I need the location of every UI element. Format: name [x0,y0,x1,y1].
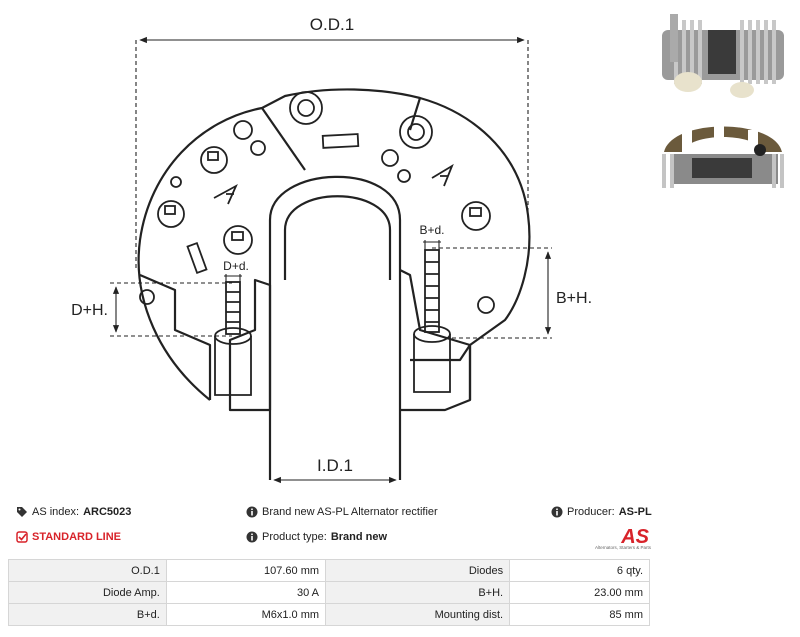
info-icon [551,506,563,518]
spec-value: 23.00 mm [509,581,650,604]
spec-value: 107.60 mm [165,559,327,582]
spec-label: O.D.1 [8,559,167,582]
product-type-value: Brand new [330,531,388,543]
table-row: O.D.1 107.60 mm Diodes 6 qty. [8,559,650,582]
spec-value: 85 mm [509,603,650,626]
product-photo-thumbnail-2[interactable] [652,110,794,195]
product-description: Brand new AS-PL Alternator rectifier [246,506,438,518]
spec-label: Diode Amp. [8,581,167,604]
rectifier-technical-drawing: O.D.1 I.D.1 D+H. B+H. D+d. B+d. [71,15,592,484]
product-type-label: Product type: [262,531,327,543]
product-photo-thumbnail-1[interactable] [652,10,794,102]
dh-dimension-label: D+H. [71,302,108,319]
tags-icon [17,507,27,517]
table-row: Diode Amp. 30 A B+H. 23.00 mm [8,581,650,604]
spec-value: M6x1.0 mm [165,603,327,626]
spec-value: 30 A [165,581,327,604]
product-type: Product type: Brand new [246,531,387,543]
spec-label: Mounting dist. [325,603,511,626]
standard-line-badge: STANDARD LINE [16,531,121,543]
as-index-label: AS index: [32,506,80,518]
spec-label: Diodes [325,559,511,582]
logo-tagline: Alternators, Starters & Parts [594,545,651,550]
standard-line-text: STANDARD LINE [32,531,122,543]
producer: Producer: AS-PL [551,506,652,518]
producer-label: Producer: [567,506,615,518]
as-index-value: ARC5023 [83,506,132,518]
bd-dimension-label: B+d. [419,223,444,237]
table-row: B+d. M6x1.0 mm Mounting dist. 85 mm [8,603,650,626]
bh-dimension-label: B+H. [556,290,592,307]
spec-label: B+d. [8,603,167,626]
check-square-icon [16,531,28,543]
spec-label: B+H. [325,581,511,604]
info-icon [246,531,258,543]
spec-value: 6 qty. [509,559,650,582]
producer-value: AS-PL [618,506,652,518]
svg-text:AS: AS [620,526,649,548]
specs-table: O.D.1 107.60 mm Diodes 6 qty. Diode Amp.… [8,559,650,626]
as-index: AS index: ARC5023 [16,506,131,518]
dd-dimension-label: D+d. [223,259,249,273]
description-text: Brand new AS-PL Alternator rectifier [262,506,438,518]
info-icon [246,506,258,518]
id-dimension-label: I.D.1 [317,456,353,475]
od-dimension-label: O.D.1 [310,15,354,34]
as-pl-logo: AS [620,526,649,548]
